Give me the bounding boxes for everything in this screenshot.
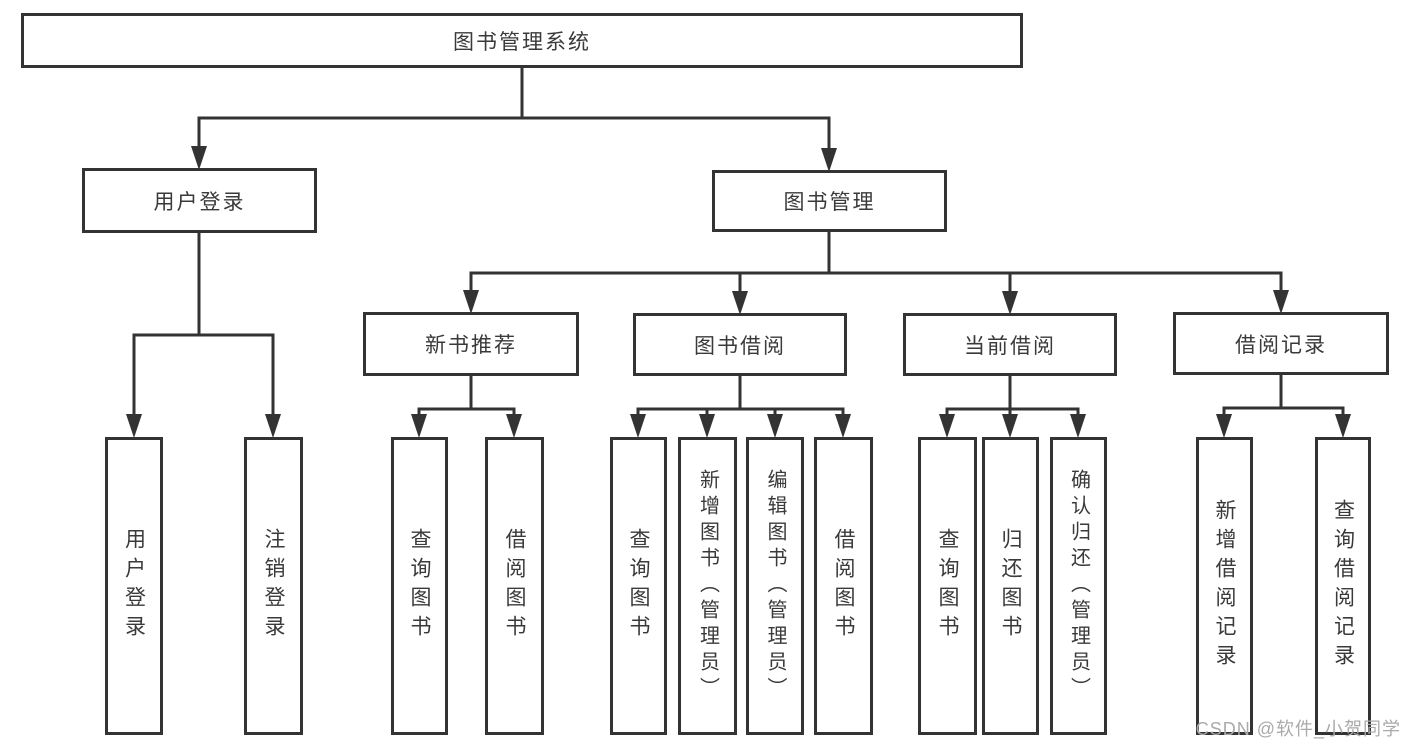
node-current-borrow: 当前借阅 [903,313,1117,376]
leaf-add-borrow-record: 新增借阅记录 [1196,437,1253,735]
node-new-book-recommend: 新书推荐 [363,312,579,376]
leaf-query-book-borrow: 查询图书 [610,437,667,735]
leaf-edit-book-admin: 编辑图书（管理员） [746,437,804,735]
connector-borrow-leaves [636,376,845,420]
node-user-login: 用户登录 [82,168,317,233]
leaf-add-book-admin: 新增图书（管理员） [678,437,737,735]
leaf-confirm-return-admin: 确认归还（管理员） [1050,437,1107,735]
leaf-borrow-book-recommend: 借阅图书 [485,437,544,735]
node-book-management: 图书管理 [712,170,947,232]
connector-current-leaves [945,376,1080,420]
connector-user-login-leaves [132,233,275,420]
connector-book-mgmt-sections [469,232,1283,297]
csdn-watermark: CSDN @软件_小贺同学 [1195,719,1401,739]
leaf-user-login: 用户登录 [105,437,163,735]
connector-root-to-level2 [197,68,831,154]
leaf-query-book-recommend: 查询图书 [391,437,448,735]
leaf-borrow-book: 借阅图书 [814,437,873,735]
leaf-query-book-current: 查询图书 [918,437,977,735]
connector-record-leaves [1222,375,1345,420]
leaf-query-borrow-record: 查询借阅记录 [1315,437,1371,735]
node-borrow-record: 借阅记录 [1173,312,1389,375]
connector-newbook-leaves [417,376,516,420]
leaf-return-book: 归还图书 [982,437,1039,735]
leaf-logout: 注销登录 [244,437,303,735]
node-root: 图书管理系统 [21,13,1023,68]
node-book-borrow: 图书借阅 [633,313,847,376]
